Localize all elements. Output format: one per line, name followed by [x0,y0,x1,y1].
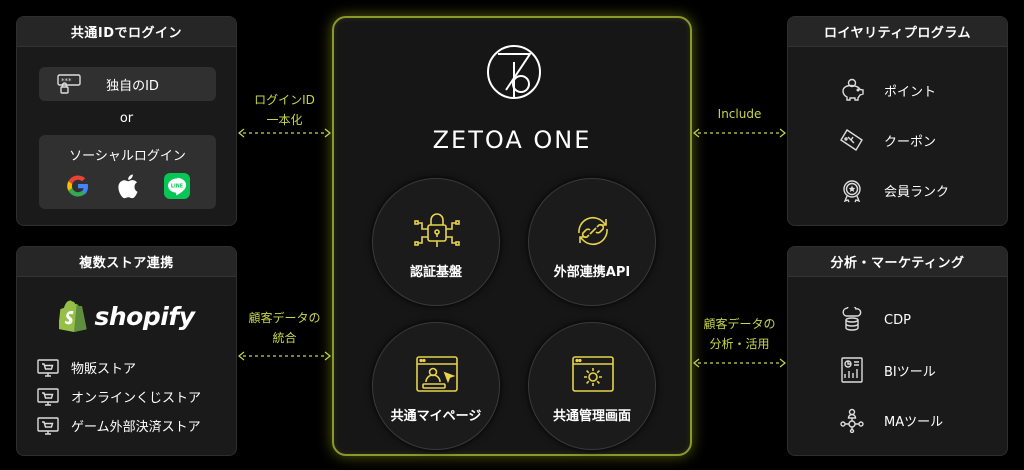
social-login-label: ソーシャルログイン [69,149,186,164]
login-connector [238,128,331,138]
analytics-item-label: CDP [884,312,911,328]
browser-user-icon [413,353,461,397]
loyalty-connector [693,128,786,138]
loyalty-connector-label: Include [717,107,762,121]
analytics-item-label: BIツール [884,364,936,380]
module-external-api: 外部連携API [528,178,656,306]
own-id-box: *** 独自のID [39,67,216,101]
social-login-box: ソーシャルログイン LINE [39,135,216,209]
shopify-bag-icon [58,300,87,332]
network-people-icon [838,406,866,434]
store-panel: 複数ストア連携 shopify 物販ストア オンラインくじストア ゲーム外部決済… [16,246,237,456]
browser-gear-icon [569,353,617,397]
module-mypage: 共通マイページ [372,322,500,450]
store-connector [238,351,331,361]
brand-name: ZETOA ONE [432,126,592,154]
analytics-connector [693,358,786,368]
list-item: BIツール [838,345,943,395]
login-panel-title: 共通IDでログイン [17,17,236,47]
analytics-connector-label: 顧客データの分析・活用 [703,317,776,351]
module-label: 認証基盤 [409,265,462,280]
module-label: 共通管理画面 [552,409,631,424]
shopify-logo: shopify [17,299,236,333]
module-admin: 共通管理画面 [528,322,656,450]
analytics-item-label: MAツール [884,414,944,430]
store-connector-label: 顧客データの統合 [248,311,321,345]
loyalty-panel-title: ロイヤリティプログラム [788,17,1007,47]
analytics-panel: 分析・マーケティング CDP BIツール MAツール [787,246,1008,456]
loyalty-item-label: クーポン [884,134,937,150]
loyalty-panel: ロイヤリティプログラム ポイント クーポン 会員ランク [787,16,1008,226]
analytics-panel-title: 分析・マーケティング [788,247,1007,277]
login-panel: 共通IDでログイン *** 独自のID or ソーシャルログイン [16,16,237,226]
list-item: MAツール [838,395,943,445]
list-item: クーポン [838,115,949,165]
sync-link-icon [569,209,617,253]
module-auth: 認証基盤 [372,178,500,306]
own-id-label: 独自のID [106,78,159,94]
monitor-cart-icon [37,416,59,435]
list-item: 物販ストア [37,353,201,382]
svg-text:***: *** [61,77,72,85]
coupon-icon [838,126,866,154]
google-icon [63,171,93,201]
loyalty-item-label: ポイント [884,84,937,100]
line-icon: LINE [162,171,192,201]
store-item-label: ゲーム外部決済ストア [71,420,201,435]
list-item: CDP [838,295,943,345]
zetoa-one-core: ZETOA ONE 認証基盤 外部連携API [332,16,692,456]
bi-dashboard-icon [838,356,866,384]
or-label: or [119,111,134,126]
store-item-label: 物販ストア [71,362,137,377]
list-item: ゲーム外部決済ストア [37,411,201,440]
loyalty-item-label: 会員ランク [884,184,950,200]
zetoa-logo-icon [487,45,541,99]
module-label: 外部連携API [553,265,631,280]
module-label: 共通マイページ [390,409,482,424]
monitor-cart-icon [37,358,59,377]
store-item-label: オンラインくじストア [71,391,202,406]
list-item: ポイント [838,65,949,115]
circuit-lock-icon [413,209,461,253]
store-panel-title: 複数ストア連携 [17,247,236,277]
svg-text:LINE: LINE [171,184,183,190]
piggy-bank-icon [838,76,866,104]
monitor-cart-icon [37,387,59,406]
apple-icon [112,171,142,201]
id-card-icon: *** [57,74,81,98]
list-item: オンラインくじストア [37,382,201,411]
shopify-wordmark: shopify [94,301,196,331]
cloud-database-icon [838,306,866,334]
list-item: 会員ランク [838,165,949,215]
rank-badge-icon [838,176,866,204]
